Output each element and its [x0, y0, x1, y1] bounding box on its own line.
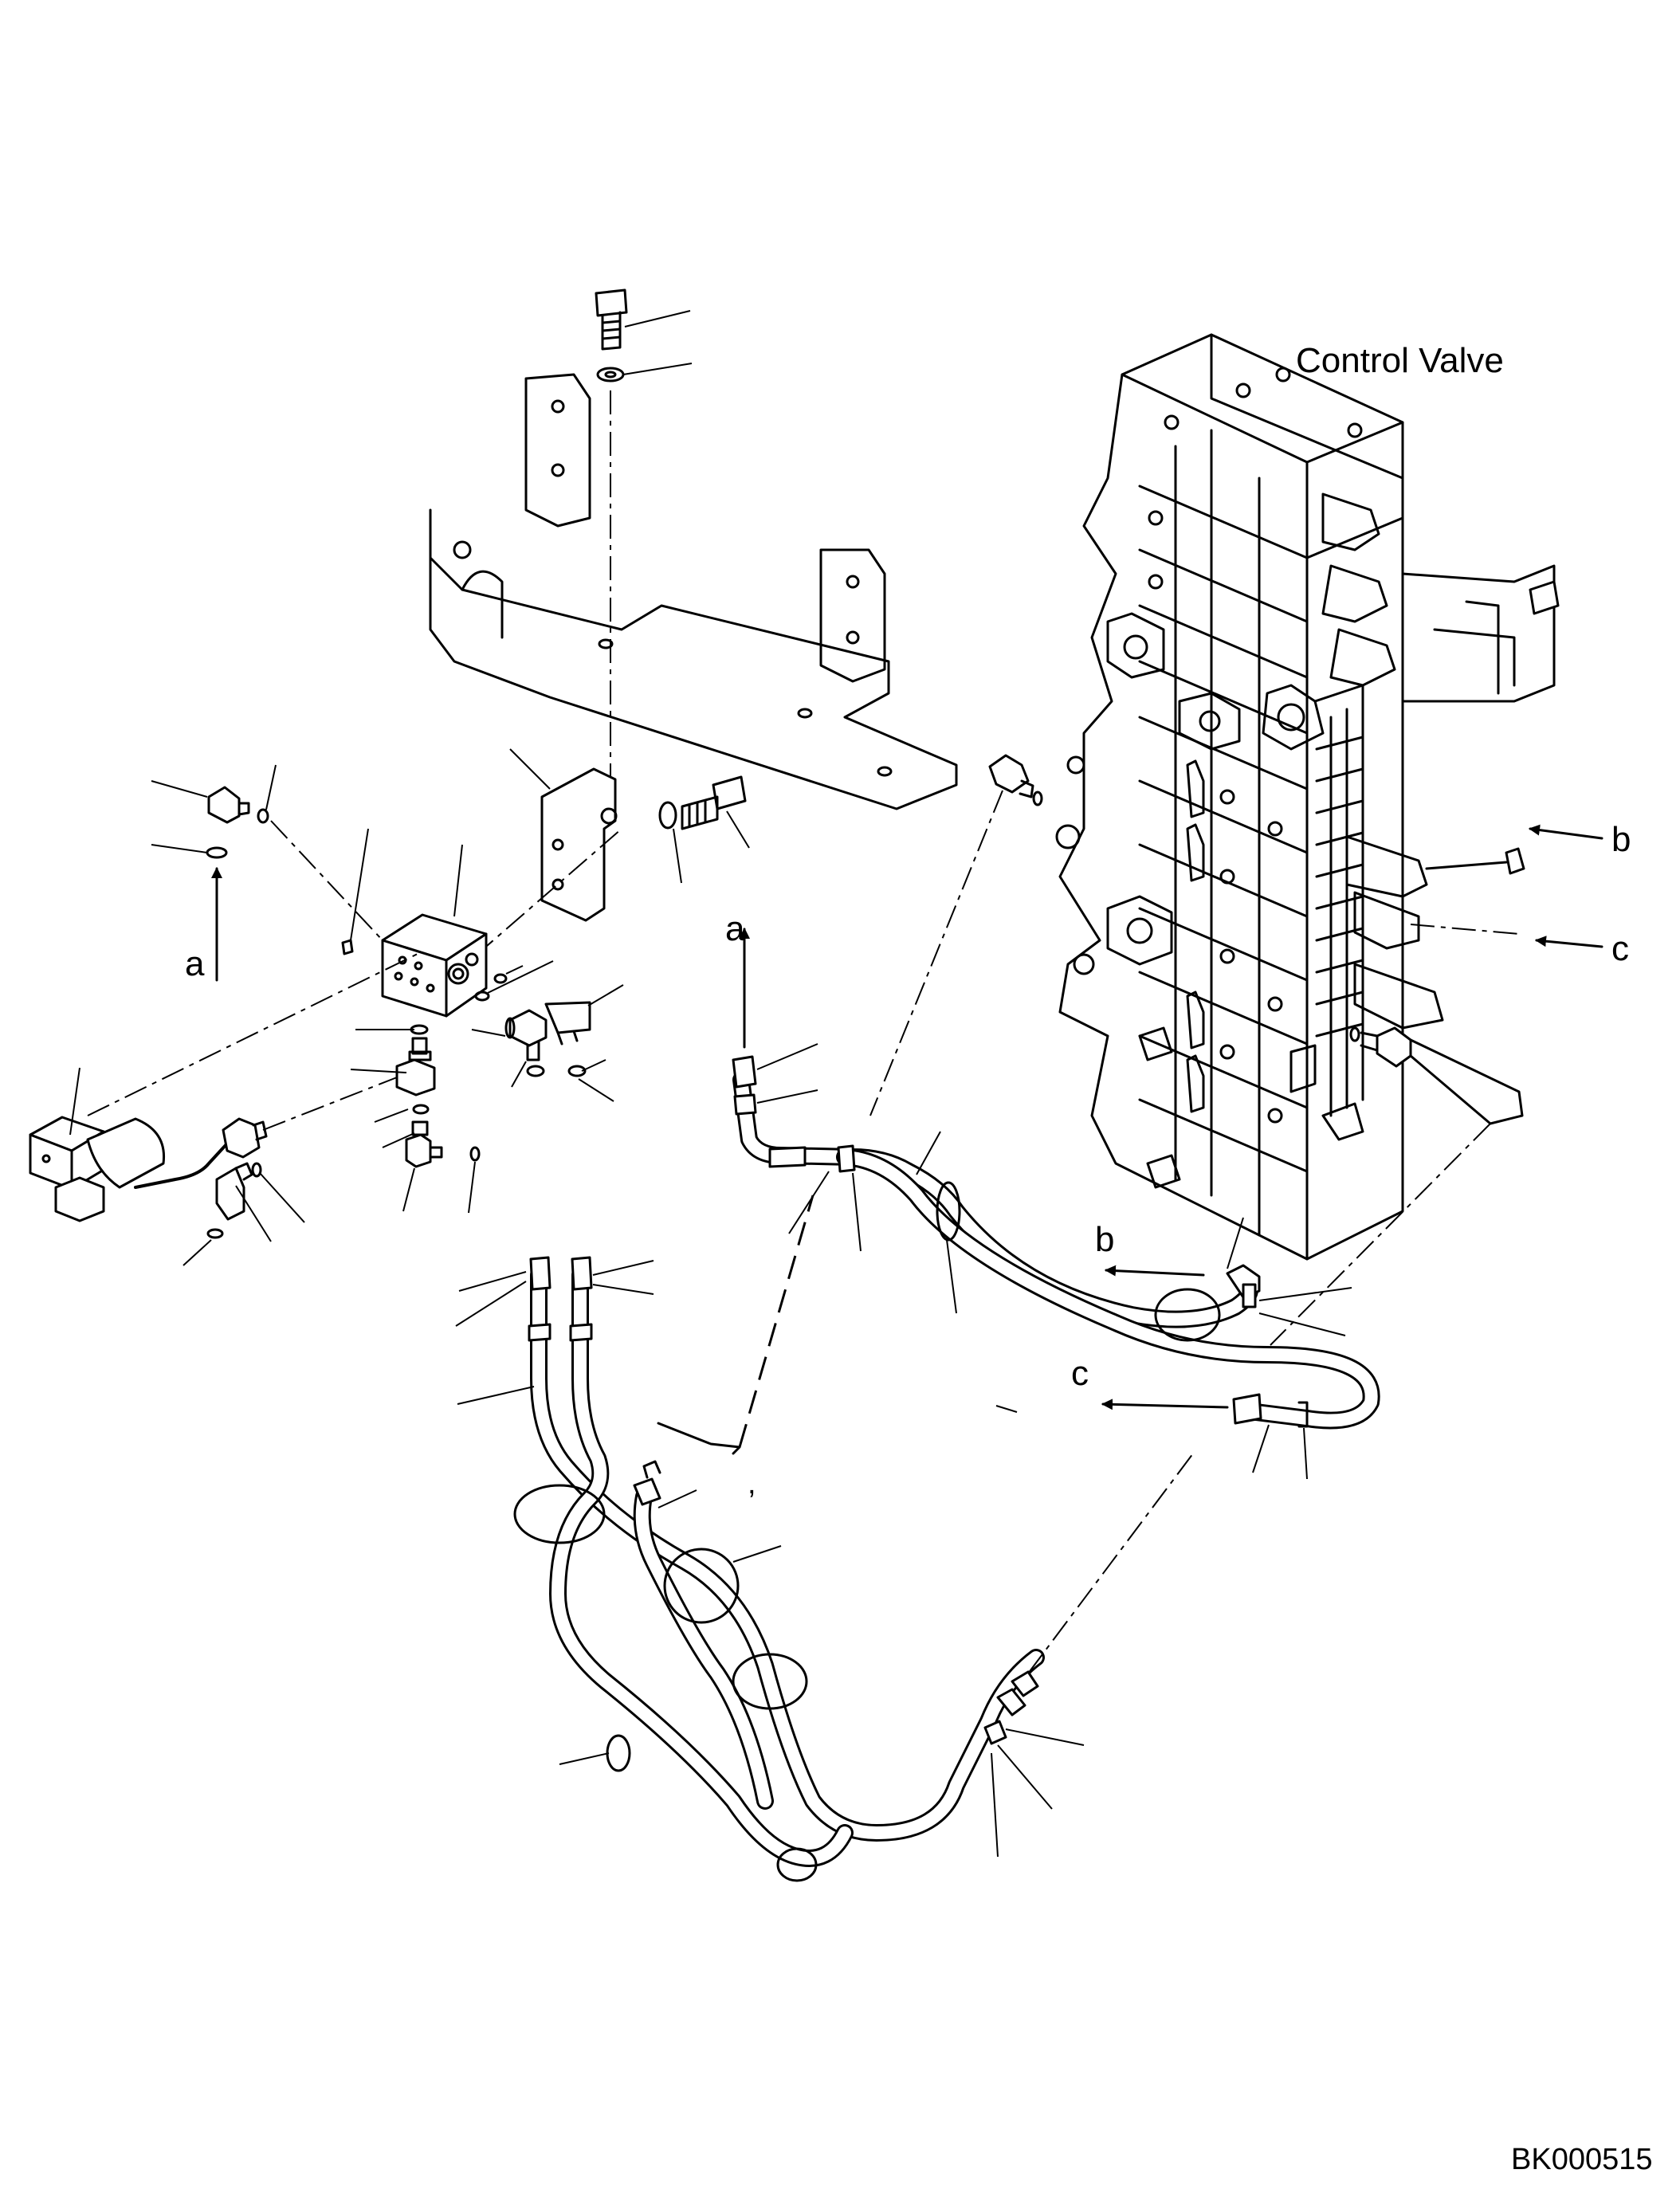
control-valve [1055, 333, 1560, 1261]
ref-label-c-hose: c [1071, 1354, 1089, 1393]
elbow-fitting-valve-left [988, 754, 1043, 806]
ref-label-b-right: b [1611, 820, 1631, 859]
component-label: Control Valve [1296, 341, 1504, 380]
hose-right-assembly [732, 1055, 1380, 1430]
bolt-top [595, 288, 693, 383]
hose-lower-assembly [513, 1256, 1045, 1882]
valve-block [381, 844, 488, 1018]
connector-under-block [350, 1037, 481, 1214]
solenoid [29, 1067, 268, 1222]
drawing-id: BK000515 [1511, 2143, 1653, 2176]
elbow-fitting-lower-left [183, 1162, 305, 1266]
elbow-fittings-pair [471, 984, 624, 1102]
mounting-frame [429, 373, 958, 810]
elbow-fitting-valve-right [1349, 1026, 1524, 1125]
ref-label-c-right: c [1611, 929, 1629, 968]
bolt-side [658, 775, 750, 884]
ref-label-a-right: a [725, 909, 745, 948]
l-bracket [509, 748, 618, 922]
ref-label-b-hose: b [1095, 1220, 1114, 1259]
stray-mark: , [748, 1467, 756, 1501]
elbow-fitting-left [151, 764, 277, 859]
ref-label-a-left: a [185, 944, 205, 983]
